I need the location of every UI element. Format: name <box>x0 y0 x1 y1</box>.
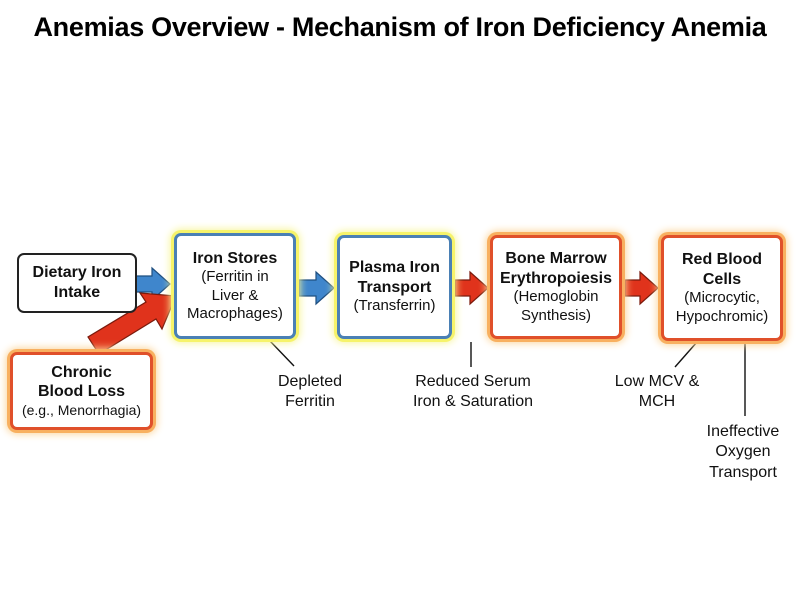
node-plasma-iron: Plasma Iron Transport (Transferrin) <box>337 235 452 339</box>
node-bone-marrow-head: Bone Marrow Erythropoiesis <box>499 250 613 287</box>
annotation-reduced-serum: Reduced Serum Iron & Saturation <box>412 373 534 411</box>
node-iron-stores-head: Iron Stores <box>192 249 278 267</box>
arrow-stores-to-plasma <box>298 270 335 306</box>
arrow-plasma-to-marrow <box>454 270 489 306</box>
node-dietary-iron-label: Dietary Iron Intake <box>32 264 122 301</box>
annotation-ineffective-o2: Ineffective Oxygen Transport <box>706 423 780 481</box>
node-iron-stores: Iron Stores (Ferritin in Liver & Macroph… <box>174 233 296 339</box>
node-chronic-blood-loss-head: Chronic Blood Loss <box>37 363 126 401</box>
node-chronic-blood-loss-sub: (e.g., Menorrhagia) <box>21 401 142 418</box>
arrow-dietary-to-stores <box>135 266 171 302</box>
node-plasma-iron-head: Plasma Iron Transport <box>349 259 440 296</box>
node-bone-marrow-sub: (Hemoglobin Synthesis) <box>513 288 599 324</box>
node-iron-stores-sub: (Ferritin in Liver & Macrophages) <box>187 268 283 322</box>
node-chronic-blood-loss: Chronic Blood Loss (e.g., Menorrhagia) <box>10 352 153 430</box>
node-red-blood-cells: Red Blood Cells (Microcytic, Hypochromic… <box>661 235 783 341</box>
node-red-blood-cells-head: Red Blood Cells <box>682 251 762 288</box>
node-red-blood-cells-sub: (Microcytic, Hypochromic) <box>675 289 769 325</box>
arrow-bloodloss-to-stores <box>87 292 177 355</box>
diagram-title: Anemias Overview - Mechanism of Iron Def… <box>33 12 767 42</box>
node-bone-marrow: Bone Marrow Erythropoiesis (Hemoglobin S… <box>490 235 622 339</box>
leader-depleted-ferritin <box>269 340 295 367</box>
node-plasma-iron-sub: (Transferrin) <box>353 297 436 315</box>
node-dietary-iron: Dietary Iron Intake <box>17 253 137 313</box>
annotation-low-mcv: Low MCV & MCH <box>614 373 700 411</box>
leader-low-mcv <box>674 341 698 368</box>
arrow-marrow-to-rbc <box>624 270 659 306</box>
annotation-depleted-ferritin: Depleted Ferritin <box>277 373 343 411</box>
